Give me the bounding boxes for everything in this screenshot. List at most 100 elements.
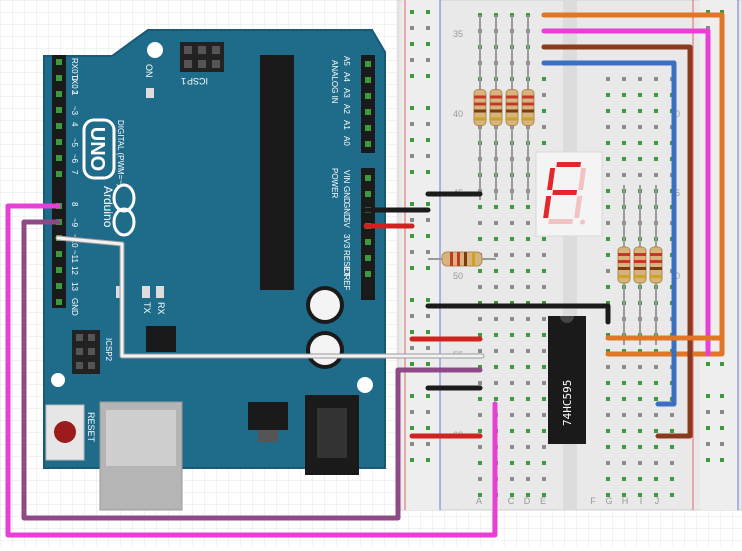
breadboard-hole [542,237,546,241]
power-pin-hole[interactable] [365,175,371,181]
resistor-band [490,117,502,121]
rail-hole [410,138,414,142]
breadboard-hole [622,141,626,145]
breadboard-hole [654,77,658,81]
digital-pin-hole[interactable] [56,139,62,145]
usb-chip [146,326,176,352]
breadboard-hole [510,349,514,353]
breadboard-hole [654,461,658,465]
breadboard-hole [606,461,610,465]
rail-hole [410,154,414,158]
ic-notch [560,316,574,323]
digital-pin-hole[interactable] [56,267,62,273]
digital-pin-hole[interactable] [56,283,62,289]
power-pin-hole[interactable] [365,255,371,261]
resistor-band [522,102,534,106]
rail-hole [426,362,430,366]
power-pin-hole[interactable] [365,191,371,197]
resistor-band [650,275,662,278]
digital-pin-hole[interactable] [56,75,62,81]
rail-hole [410,218,414,222]
breadboard-hole [478,237,482,241]
digital-pin-hole[interactable] [56,59,62,65]
breadboard-hole [606,333,610,337]
resistor-band [650,253,662,256]
logo-loop-left [112,183,136,213]
breadboard-hole [494,381,498,385]
breadboard-hole [638,365,642,369]
rail-hole [706,26,710,30]
breadboard-hole [510,429,514,433]
model-name: UNO [86,127,108,171]
analog-pin-label: A1 [342,120,351,130]
wire-magenta-bottom [5,203,498,538]
breadboard-hole [478,381,482,385]
breadboard-hole [510,205,514,209]
breadboard-hole [622,173,626,177]
digital-pin-label: ~6 [70,154,79,164]
resistor-band [634,260,646,263]
rail-hole [706,426,710,430]
rail-hole [410,362,414,366]
rail-hole [410,314,414,318]
right-row-number-1: 0 [675,109,680,119]
reset-label: RESET [86,412,96,443]
breadboard-hole [622,109,626,113]
icsp-top-label: ICSP [187,76,208,86]
analog-pin-hole[interactable] [365,77,371,83]
rail-hole [426,138,430,142]
breadboard-hole [478,429,482,433]
resistor-band [618,267,630,270]
breadboard-hole [478,445,482,449]
rail-hole [426,250,430,254]
breadboard-hole [510,301,514,305]
breadboard-hole [526,477,530,481]
breadboard-hole [638,413,642,417]
rail-hole [706,394,710,398]
mount-hole-right [357,377,373,393]
wire-brown [541,44,693,439]
breadboard-hole [606,349,610,353]
analog-header [361,55,375,153]
analog-pin-label: A3 [342,88,351,98]
rail-hole [426,234,430,238]
column-label: C [508,496,515,506]
breadboard-hole [526,381,530,385]
digital-pin-hole[interactable] [56,251,62,257]
resistor-band [472,252,475,266]
digital-pin-hole[interactable] [56,171,62,177]
resistor-band [490,95,502,99]
breadboard-hole [606,429,610,433]
digital-pin-hole[interactable] [56,155,62,161]
uno-badge [82,118,116,180]
digital-pin-hole[interactable] [56,123,62,129]
breadboard-hole [606,285,610,289]
on-led [146,88,154,98]
analog-pin-hole[interactable] [365,141,371,147]
column-label: E [540,496,546,506]
display-segments [543,162,587,225]
reset-button-cap[interactable] [54,421,76,443]
breadboard-hole [526,205,530,209]
analog-pin-hole[interactable] [365,109,371,115]
resistor-band [506,109,518,113]
digital-pin-hole[interactable] [56,299,62,305]
digital-pin-hole[interactable] [56,91,62,97]
breadboard-hole [638,109,642,113]
segment-f [547,168,556,190]
resistor-band [634,267,646,270]
power-pin-hole[interactable] [365,271,371,277]
breadboard-hole [638,93,642,97]
analog-pin-hole[interactable] [365,61,371,67]
digital-pin-hole[interactable] [56,107,62,113]
analog-pin-hole[interactable] [365,125,371,131]
breadboard-hole [654,365,658,369]
breadboard-hole [638,461,642,465]
analog-pin-hole[interactable] [365,93,371,99]
power-pin-hole[interactable] [365,239,371,245]
breadboard-hole [622,397,626,401]
breadboard-hole [670,413,674,417]
breadboard-hole [510,493,514,497]
rail-hole [410,458,414,462]
rail-hole [410,122,414,126]
